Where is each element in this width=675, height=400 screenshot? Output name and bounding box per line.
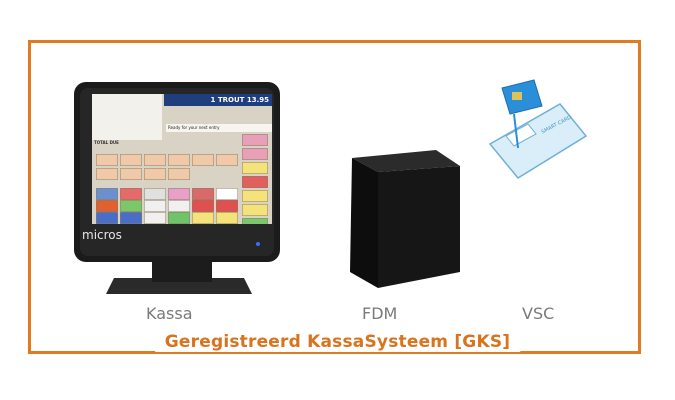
gks-caption: Geregistreerd KassaSysteem [GKS] [154,332,521,352]
pos-button [216,200,238,212]
pos-button [242,176,268,188]
pos-button [192,212,214,224]
label-kassa: Kassa [146,304,193,323]
pos-button [192,200,214,212]
pos-button [120,168,142,180]
pos-button [144,168,166,180]
label-vsc: VSC [522,304,555,323]
pos-button [168,200,190,212]
pos-button [168,188,190,200]
vsc-smart-card: SMART CARD [484,78,592,190]
order-list [92,94,162,140]
pos-button [242,190,268,202]
pos-button [216,212,238,224]
pos-button [168,168,190,180]
kassa-pos-terminal: TOTAL DUE 1 TROUT 13.95 Ready for your n… [74,78,284,296]
pos-button [144,154,166,166]
total-due-label: TOTAL DUE [94,140,119,145]
pos-button [242,218,268,224]
pos-button [144,188,166,200]
pos-button [120,212,142,224]
pos-screen: TOTAL DUE 1 TROUT 13.95 Ready for your n… [92,94,272,224]
pos-button [242,148,268,160]
pos-button [168,154,190,166]
pos-button [96,188,118,200]
micros-logo: micros [82,228,122,242]
pos-button [242,204,268,216]
pos-button [216,154,238,166]
pos-button [192,188,214,200]
pos-button [96,200,118,212]
pos-button [216,188,238,200]
fdm-cube [340,140,464,290]
pos-header: 1 TROUT 13.95 [164,94,272,106]
pos-ready-text: Ready for your next entry [166,124,272,132]
pos-button [96,168,118,180]
pos-button [168,212,190,224]
pos-button [242,134,268,146]
pos-button [144,212,166,224]
pos-button [120,188,142,200]
pos-button [96,212,118,224]
pos-button [144,200,166,212]
cube-illustration [350,150,460,288]
pos-button [242,162,268,174]
pos-button [120,200,142,212]
gks-frame [28,40,641,354]
pos-button [192,154,214,166]
label-fdm: FDM [362,304,398,323]
pos-button [96,154,118,166]
pos-button [120,154,142,166]
smart-card-illustration [488,79,588,179]
